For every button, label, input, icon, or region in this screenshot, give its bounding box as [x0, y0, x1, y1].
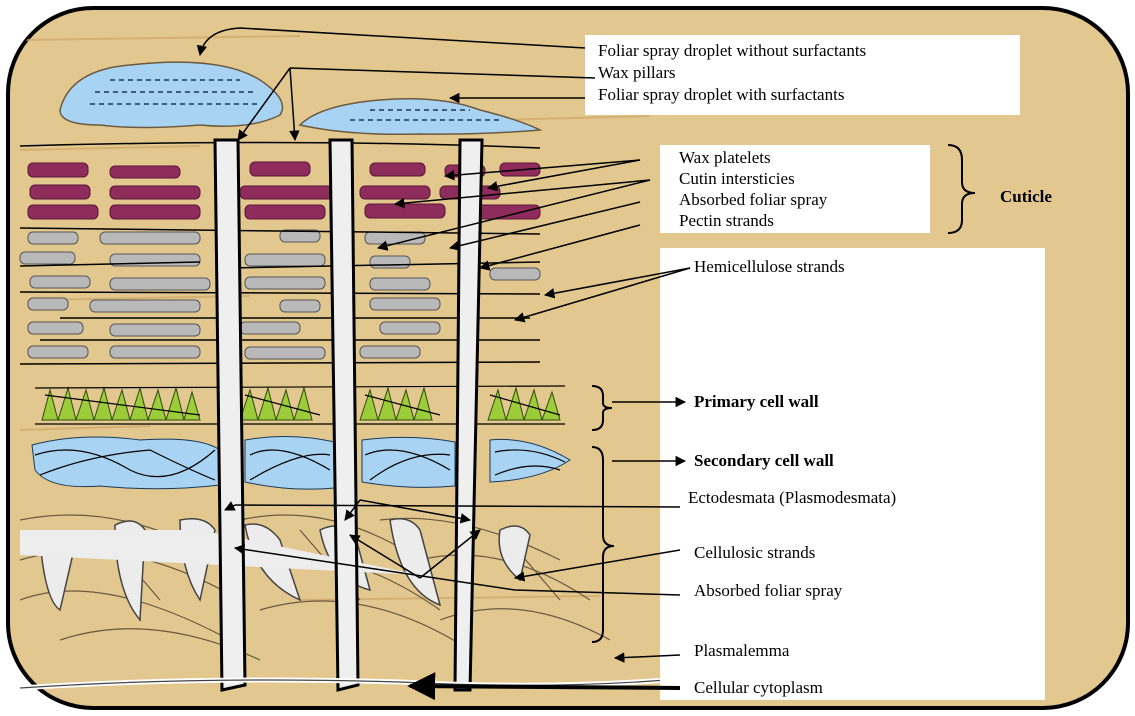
label-cutin-intersticies: Cutin intersticies [679, 168, 795, 190]
label-primary-cell-wall: Primary cell wall [694, 391, 819, 413]
label-cellulosic-strands: Cellulosic strands [694, 542, 815, 564]
label-pectin-strands: Pectin strands [679, 210, 774, 232]
label-secondary-cell-wall: Secondary cell wall [694, 450, 834, 472]
label-absorbed-foliar-spray-cuticle: Absorbed foliar spray [679, 189, 827, 211]
label-wax-pillars: Wax pillars [598, 62, 675, 84]
label-wax-platelets: Wax platelets [679, 147, 771, 169]
label-absorbed-foliar-spray: Absorbed foliar spray [694, 580, 842, 602]
cytoplasm-arrow [410, 686, 680, 688]
label-ectodesmata: Ectodesmata (Plasmodesmata) [688, 487, 896, 509]
label-cuticle: Cuticle [1000, 186, 1052, 208]
label-plasmalemma: Plasmalemma [694, 640, 789, 662]
label-cellular-cytoplasm: Cellular cytoplasm [694, 677, 823, 699]
label-droplet-without-surfactants: Foliar spray droplet without surfactants [598, 40, 866, 62]
right-label-box [660, 248, 1045, 700]
label-hemicellulose-strands: Hemicellulose strands [694, 256, 845, 278]
label-droplet-with-surfactants: Foliar spray droplet with surfactants [598, 84, 844, 106]
